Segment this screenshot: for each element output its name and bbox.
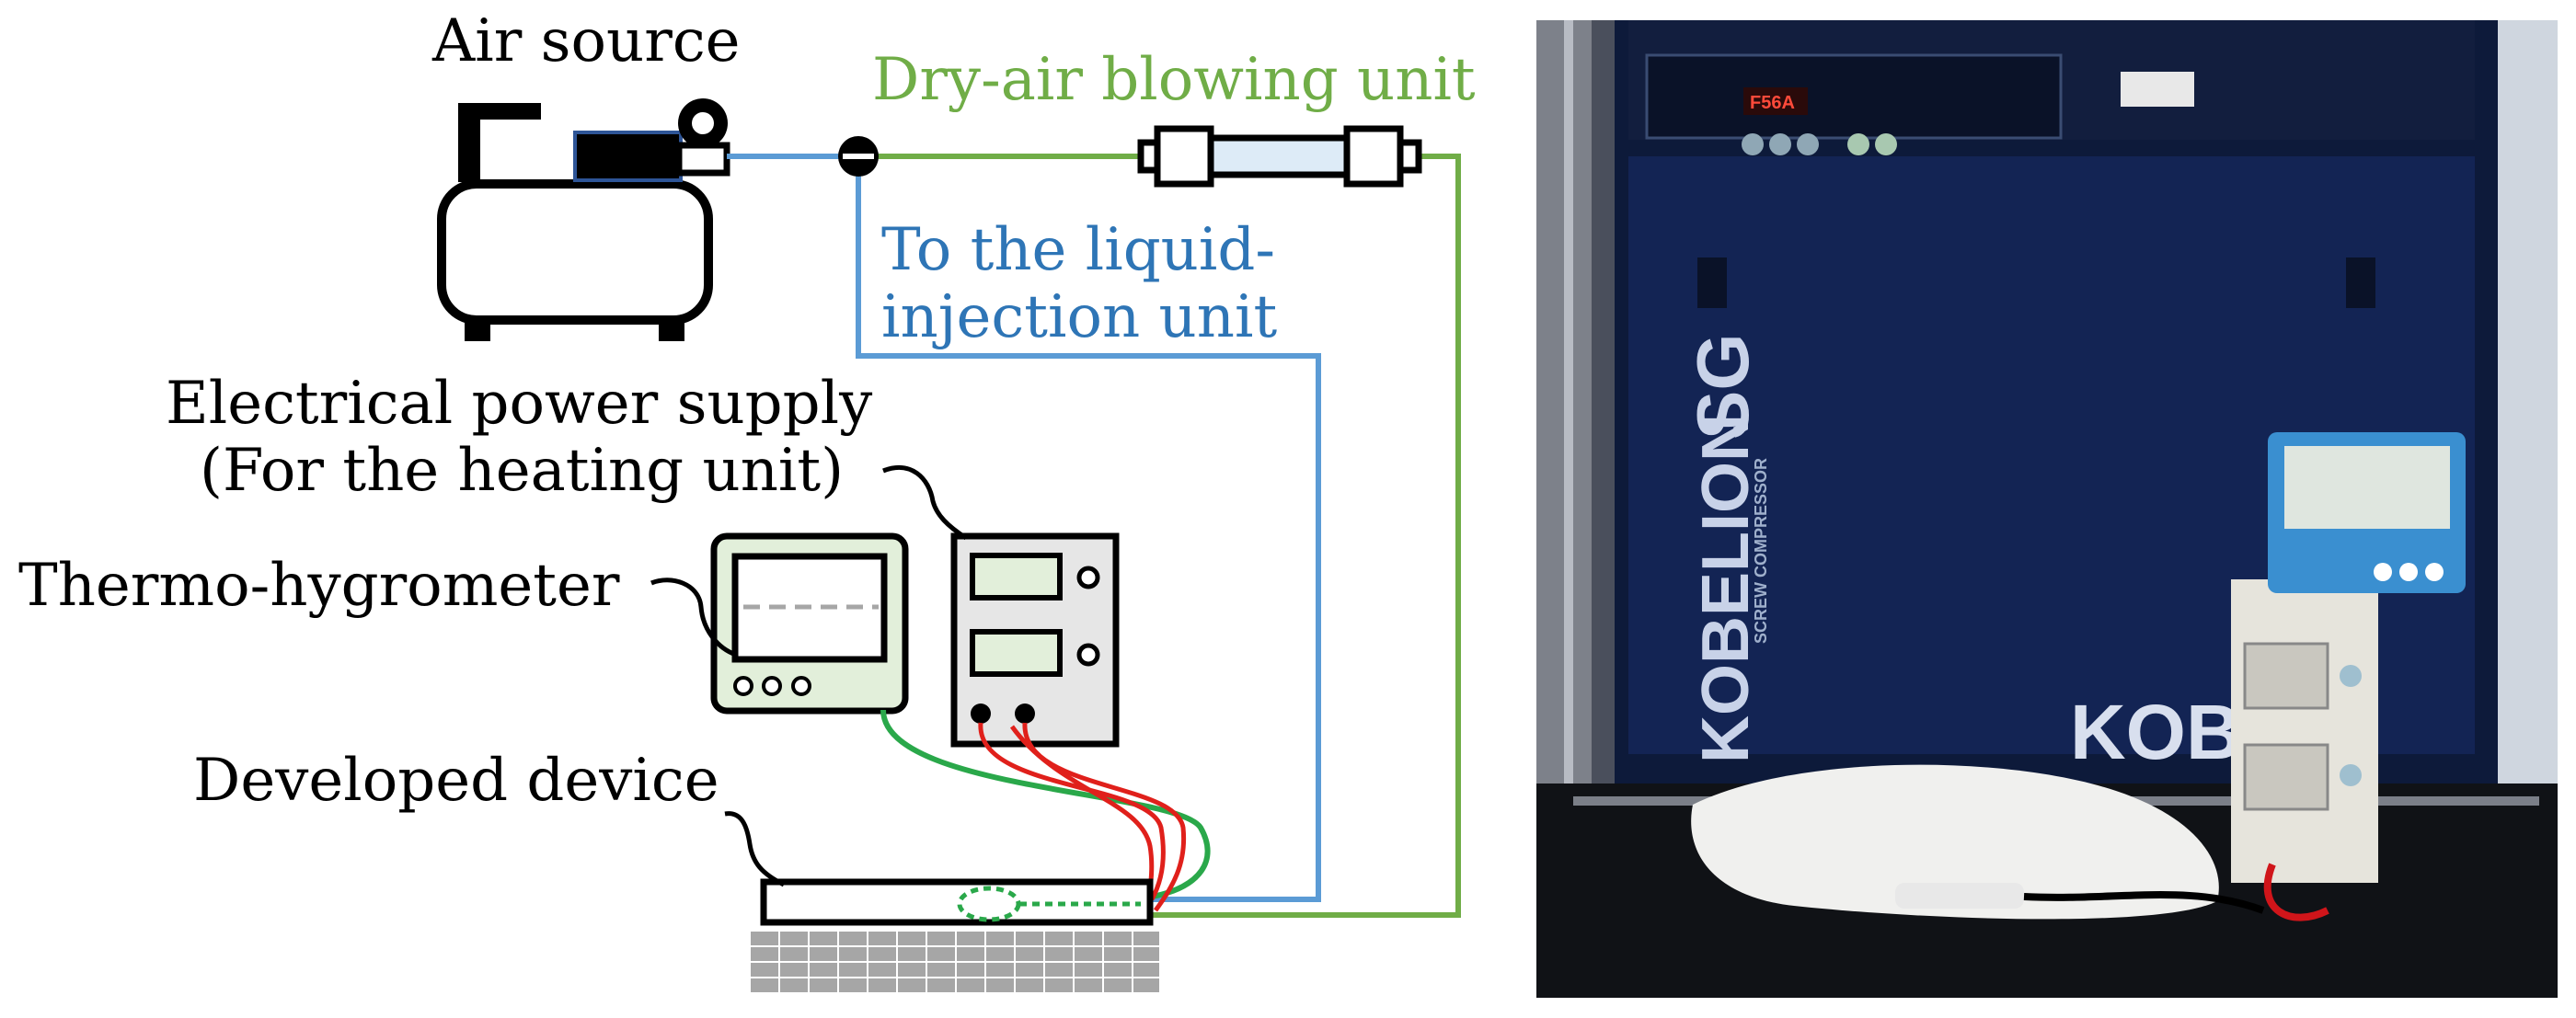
leader-lines [650, 464, 968, 887]
air-compressor-icon [437, 98, 730, 341]
heating-grid-lines [749, 930, 1159, 994]
photo-device-cloth [1691, 764, 2219, 920]
air-line-blue [727, 154, 1321, 902]
photo-brand-subtitle: SCREW COMPRESSOR [1752, 458, 1770, 644]
thermo-hygrometer-icon [710, 532, 909, 715]
cable-thermo-green [880, 709, 1211, 899]
photo-brand-vertical: KOBELION [1689, 414, 1763, 763]
dry-air-filter-icon [1137, 125, 1422, 188]
label-power-line2: (For the heating unit) [200, 437, 844, 505]
splitter-valve-icon [838, 136, 879, 177]
photo-brand-model: SG [1682, 333, 1764, 440]
label-developed-device: Developed device [193, 747, 719, 815]
power-supply-icon [950, 532, 1120, 748]
photo-power-supply [2231, 579, 2378, 883]
schematic-diagram: Air source Dry-air blowing unit To the l… [18, 7, 1476, 994]
photo-brand-bottom: KOB [2070, 689, 2242, 775]
label-power-line1: Electrical power supply [166, 370, 872, 438]
label-liquid-line2: injection unit [881, 283, 1277, 351]
developed-device-icon [749, 878, 1159, 994]
label-air-source: Air source [431, 7, 741, 75]
air-line-green [876, 154, 1461, 918]
experiment-photo: F56A KOBELION SG SCREW COMPRESSOR KOB [1536, 20, 2558, 998]
label-dry-air-unit: Dry-air blowing unit [872, 46, 1476, 114]
label-liquid-line1: To the liquid- [881, 216, 1275, 284]
svg-text:F56A: F56A [1750, 93, 1795, 113]
label-thermo-hygrometer: Thermo-hygrometer [18, 552, 620, 620]
